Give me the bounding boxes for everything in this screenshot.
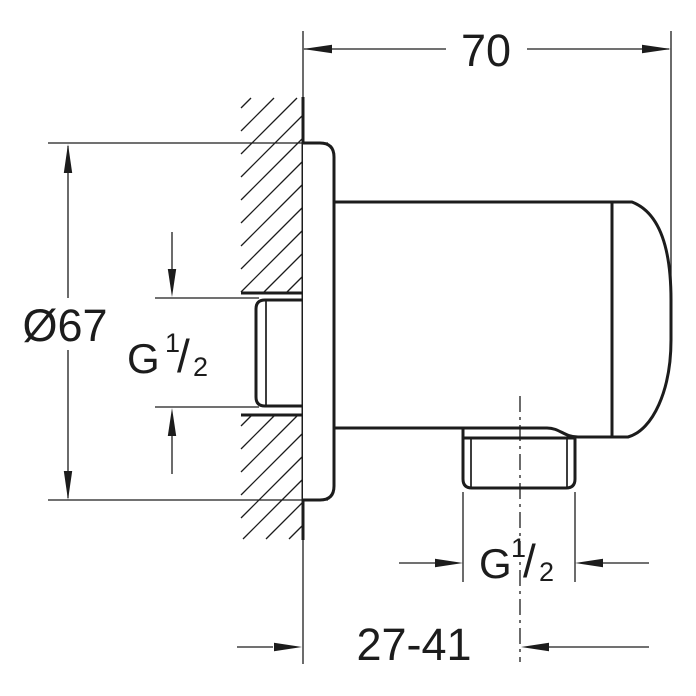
escutcheon-flange (303, 141, 336, 502)
arrowhead-left (303, 44, 332, 54)
dimension-depth-70: 70 (302, 25, 672, 308)
hatch-stroke (240, 230, 303, 293)
wall-section (240, 97, 303, 540)
arrowhead-right (642, 44, 671, 54)
outlet-elbow-fixture (254, 97, 673, 662)
arrowhead-left (521, 642, 549, 652)
inlet-thread-connector (254, 298, 303, 408)
valve-body (334, 200, 673, 439)
label-inlet-thread-slash: / (177, 330, 190, 382)
hatch-stroke (263, 253, 303, 293)
arrowhead-up (167, 408, 177, 436)
label-diameter: Ø67 (22, 300, 107, 351)
hatch-stroke (240, 433, 303, 496)
hatch-stroke (240, 415, 275, 450)
label-offset-range: 27-41 (356, 619, 471, 670)
outlet-thread-nipple (461, 436, 577, 490)
dimension-diameter-67: Ø67 (22, 142, 328, 501)
hatch-stroke (240, 456, 303, 519)
dimension-inlet-thread: G 1 / 2 (127, 232, 259, 474)
hatch-stroke (240, 415, 298, 473)
arrowhead-right (274, 642, 302, 652)
hatch-stroke (242, 479, 303, 540)
dimension-outlet-thread: G 1 / 2 (399, 492, 649, 587)
hatch-stroke (240, 415, 252, 427)
dimension-offset-range: 27-41 (237, 540, 649, 670)
label-inlet-thread-numerator: 1 (165, 328, 180, 358)
hatch-stroke (286, 276, 303, 293)
label-depth: 70 (461, 25, 511, 76)
label-inlet-thread-g: G (127, 335, 160, 382)
label-outlet-thread-g: G (479, 540, 512, 587)
hatch-stroke (240, 138, 303, 201)
label-outlet-thread-numerator: 1 (511, 533, 526, 563)
arrowhead-up (63, 144, 73, 173)
hatch-stroke (240, 97, 298, 155)
arrowhead-down (167, 269, 177, 297)
hatch-stroke (240, 184, 303, 247)
hatch-stroke (240, 207, 303, 270)
hatch-stroke (265, 502, 303, 540)
hatch-stroke (288, 525, 303, 540)
label-inlet-thread-denominator: 2 (193, 352, 208, 382)
hatch-stroke (240, 97, 275, 132)
arrowhead-down (63, 471, 73, 500)
hatch-stroke (240, 161, 303, 224)
hatch-stroke (240, 115, 303, 178)
wall-hatching (240, 97, 303, 540)
label-outlet-thread-denominator: 2 (539, 557, 554, 587)
hatch-stroke (240, 97, 252, 109)
label-outlet-thread-slash: / (523, 535, 536, 587)
arrowhead-right (435, 558, 463, 568)
arrowhead-left (575, 558, 603, 568)
